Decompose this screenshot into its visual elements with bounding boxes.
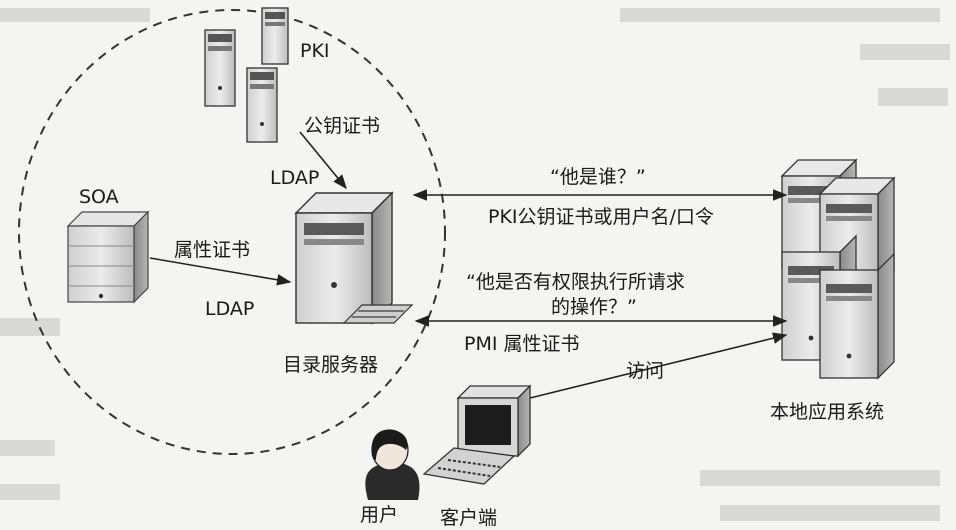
attr-cert-arrow xyxy=(149,257,292,286)
pmi-attr-cert-label: PMI 属性证书 xyxy=(464,333,580,355)
ldap-bottom-label: LDAP xyxy=(205,298,255,320)
has-permission-label-line1: “他是否有权限执行所请求 xyxy=(466,271,685,293)
who-is-he-label: “他是谁？” xyxy=(550,166,646,188)
public-key-cert-label: 公钥证书 xyxy=(304,115,381,137)
local-app-system-label: 本地应用系统 xyxy=(770,401,885,423)
soa-label: SOA xyxy=(79,186,119,208)
pki-or-password-label: PKI公钥证书或用户名/口令 xyxy=(488,206,714,228)
pki-servers-icon xyxy=(204,7,289,143)
access-arrow xyxy=(529,332,788,399)
has-permission-label-line2: 的操作？” xyxy=(551,296,637,318)
trust-domain-boundary xyxy=(18,9,446,455)
soa-server-icon xyxy=(66,210,150,304)
user-icon xyxy=(365,429,420,500)
ldap-top-label: LDAP xyxy=(270,167,320,189)
attr-cert-label: 属性证书 xyxy=(174,239,251,261)
access-label: 访问 xyxy=(626,360,665,382)
directory-server-label: 目录服务器 xyxy=(283,354,379,376)
client-label: 客户端 xyxy=(440,507,498,529)
user-label: 用户 xyxy=(360,504,399,526)
ldap-top-arrow xyxy=(299,131,347,190)
client-computer-icon xyxy=(422,384,532,485)
local-app-servers-icon xyxy=(780,158,896,380)
directory-server-icon xyxy=(294,191,414,325)
pki-label: PKI xyxy=(300,40,330,62)
